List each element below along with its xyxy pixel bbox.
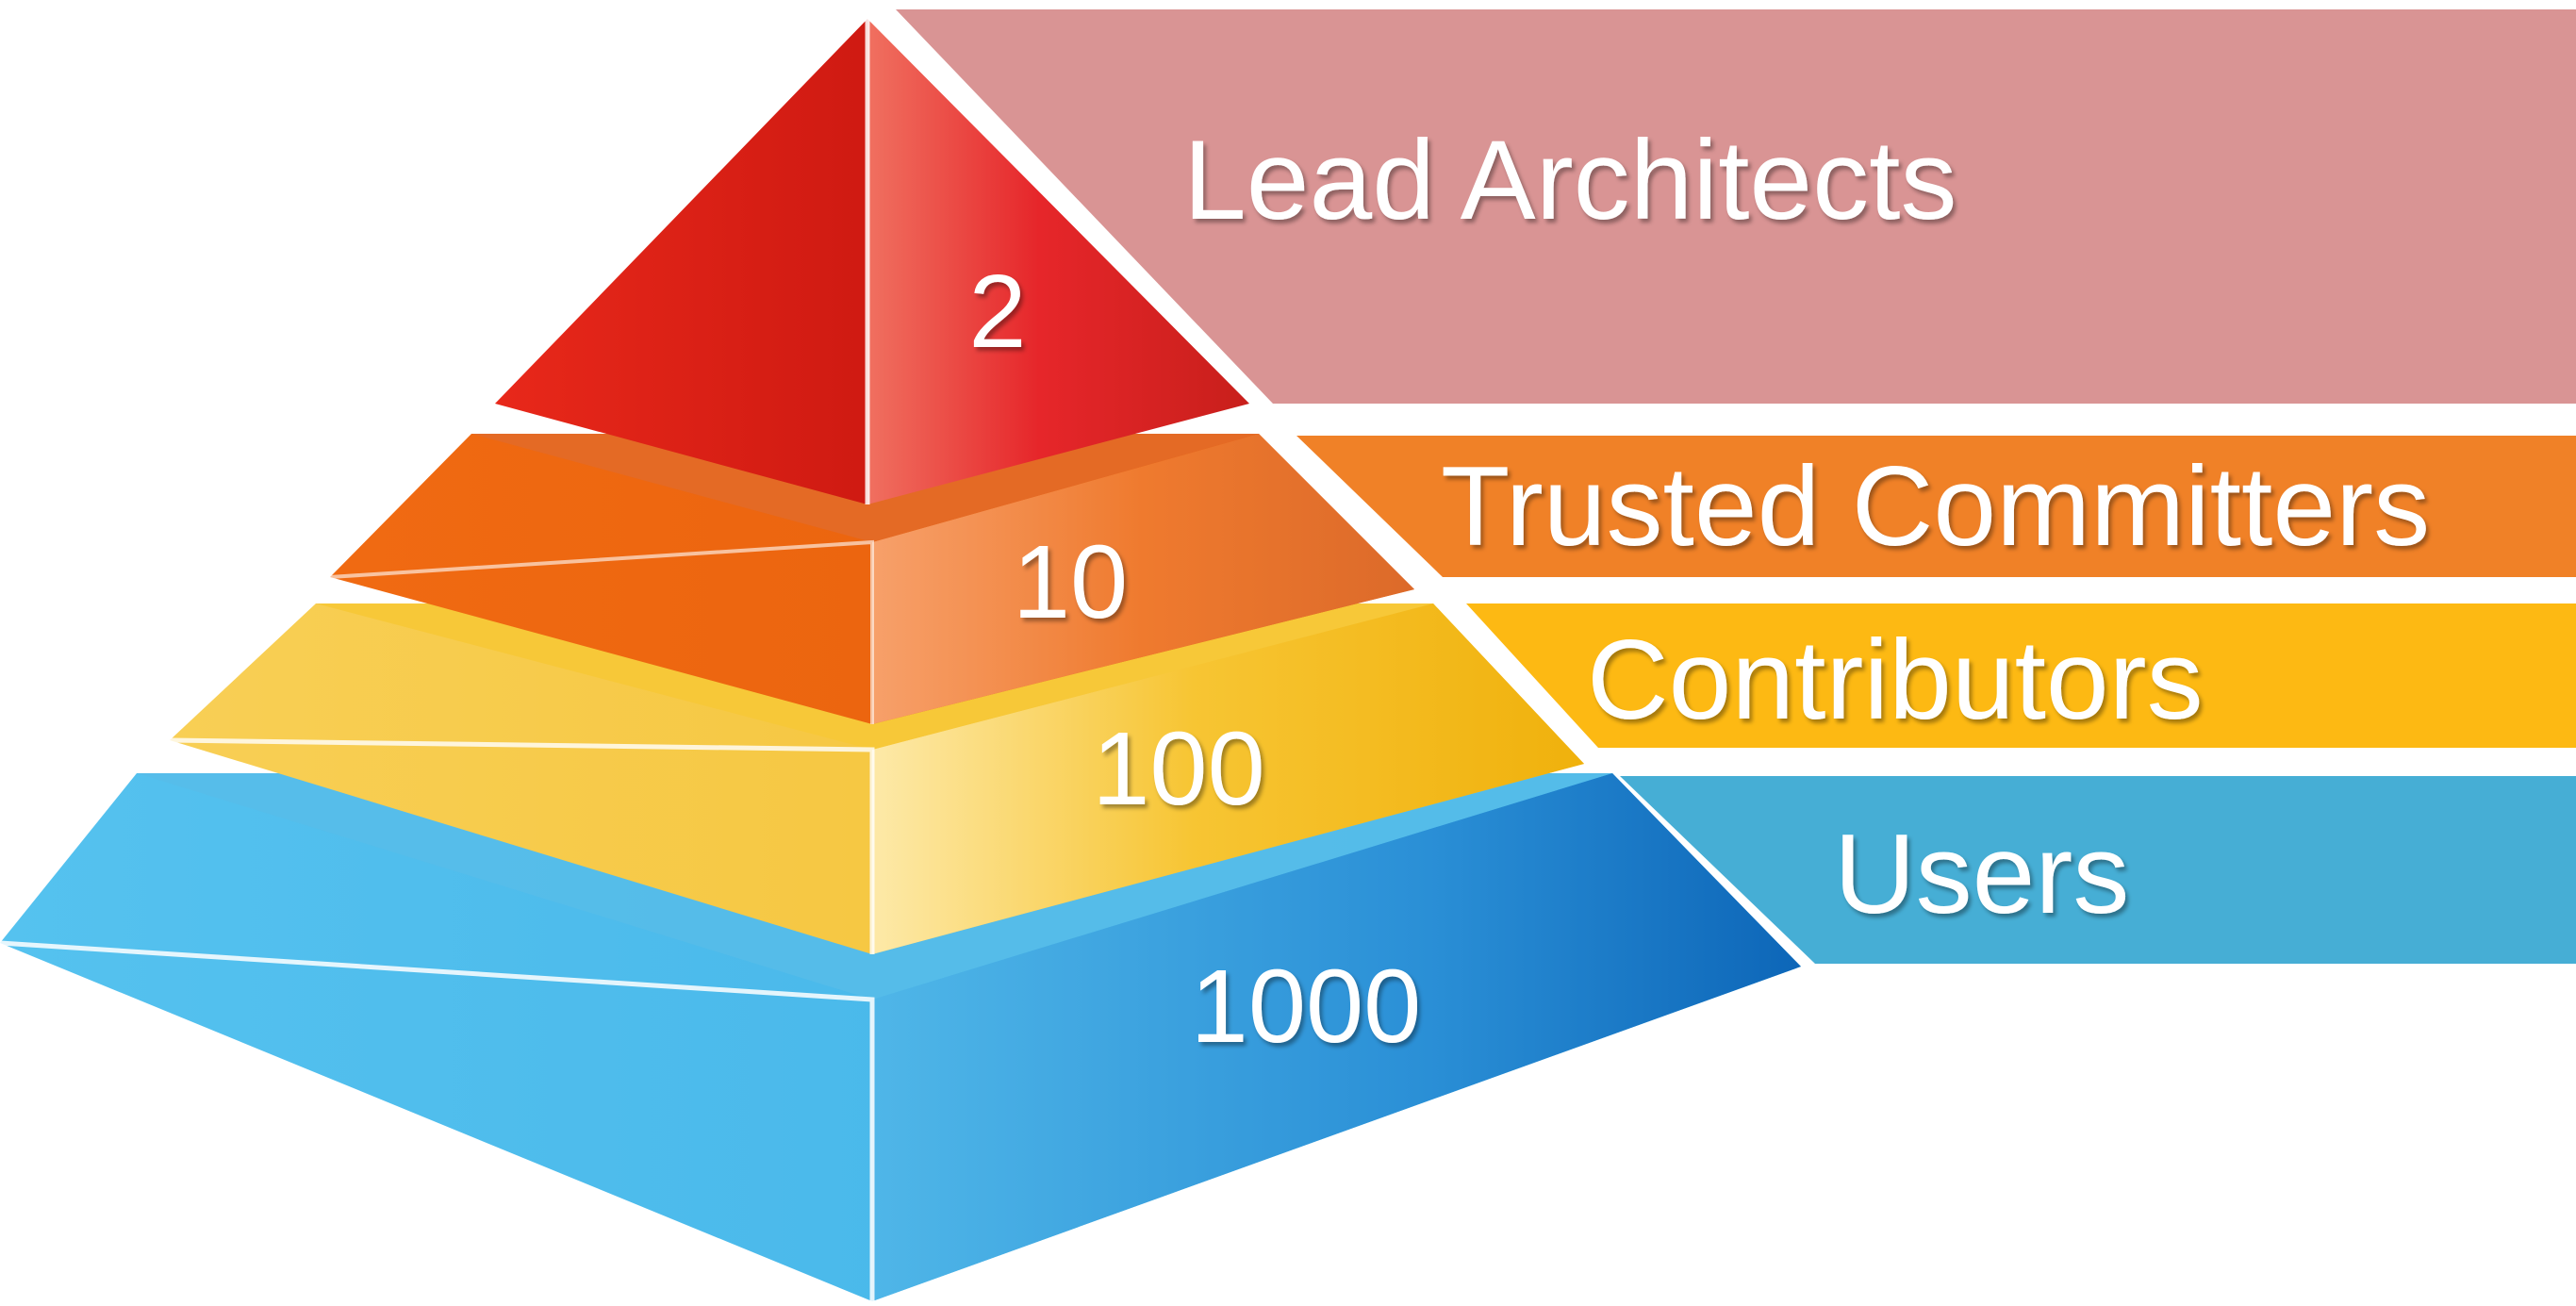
tier-count-users: 1000 [1191,949,1422,1065]
band-users [1620,776,2576,964]
band-label-contributors: Contributors [1587,617,2204,743]
band-lead-architects [896,9,2576,404]
band-label-trusted-committers: Trusted Committers [1441,443,2430,570]
tier-count-trusted-committers: 10 [1013,524,1128,640]
pyramid-tier-lead-architects [495,19,1249,504]
tier-count-lead-architects: 2 [968,254,1026,370]
band-trusted-committers [1296,436,2576,577]
band-label-users: Users [1834,811,2129,937]
band-label-lead-architects: Lead Architects [1183,117,1957,243]
band-contributors [1466,603,2576,748]
tier-count-contributors: 100 [1092,711,1265,827]
